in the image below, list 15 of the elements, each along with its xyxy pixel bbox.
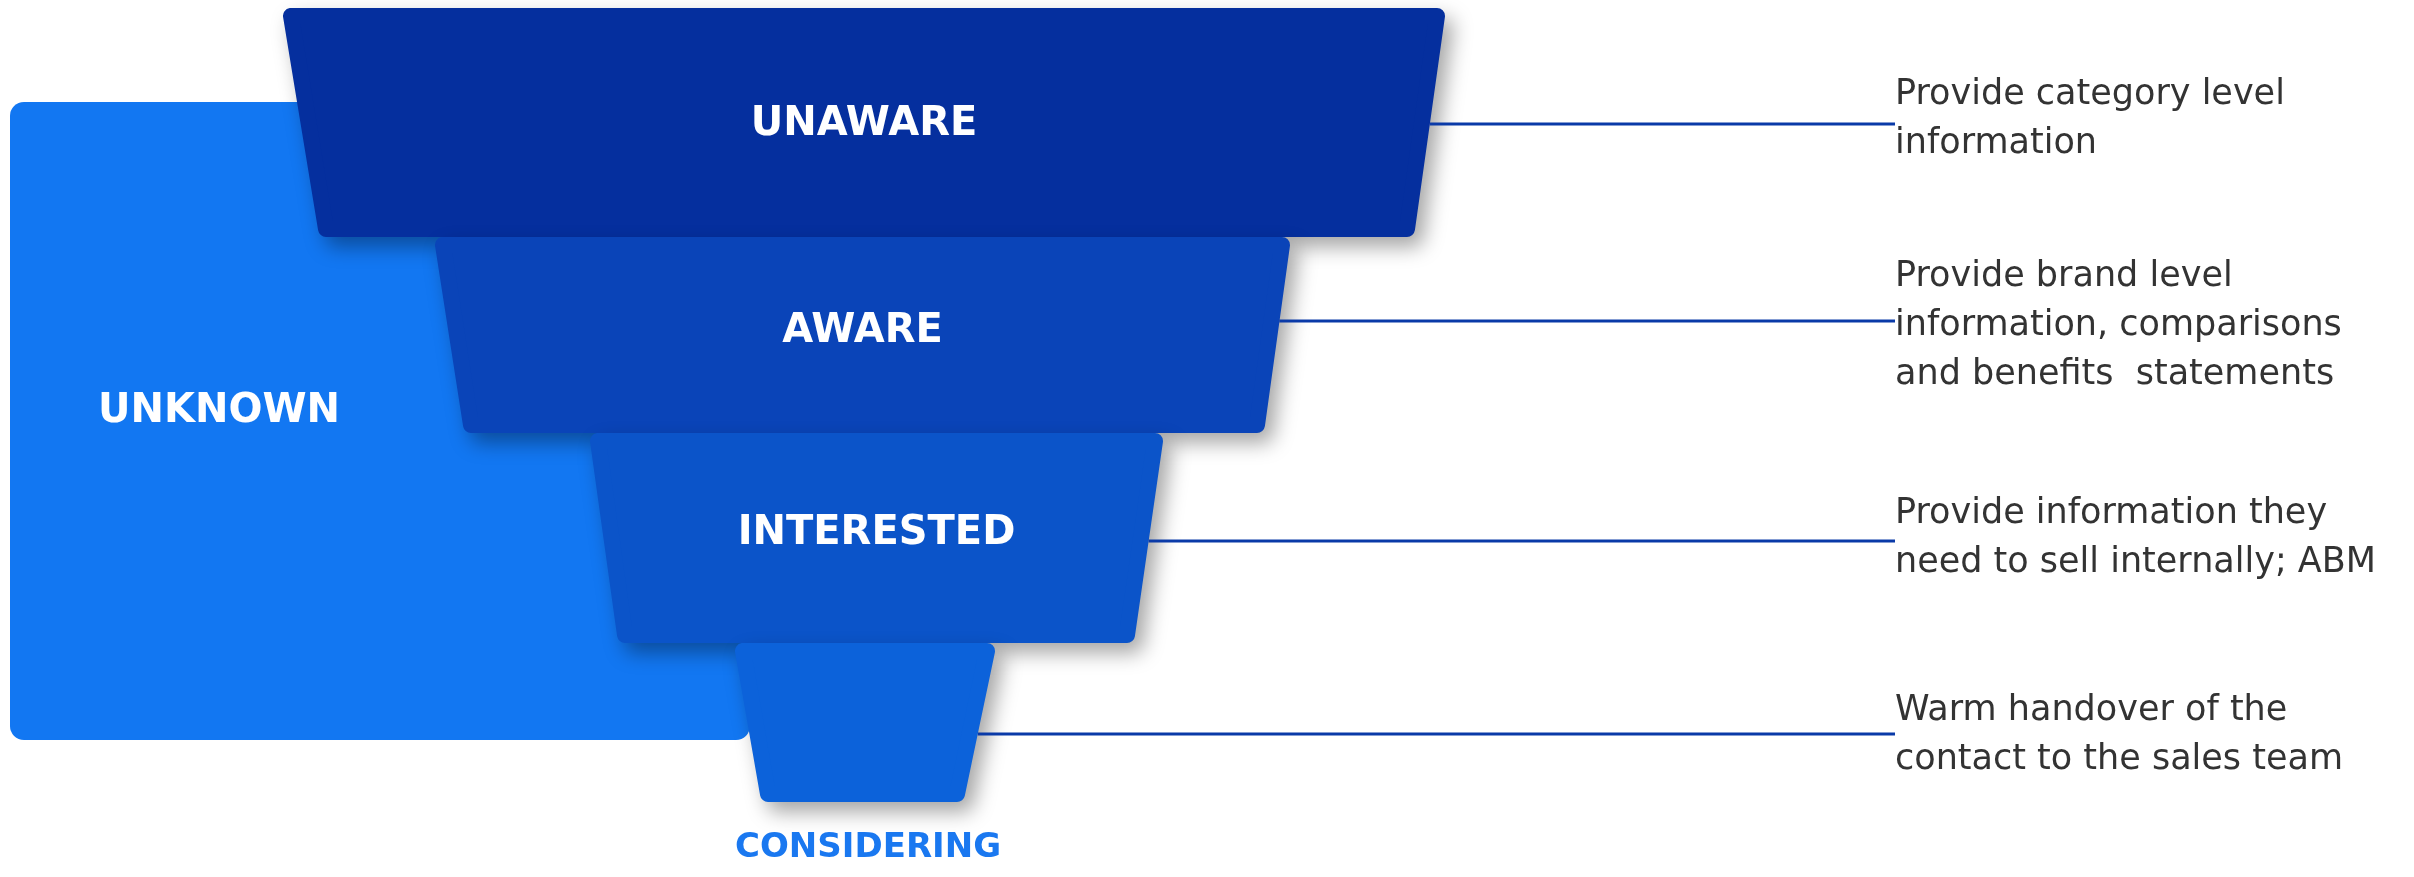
leader-line: [1279, 319, 1895, 323]
funnel-stage: [435, 237, 1290, 433]
description-text: Provide brand level information, comparisons and benefits statements: [1895, 253, 2343, 394]
stage-label: INTERESTED: [736, 507, 1017, 553]
leader-line: [1429, 122, 1895, 126]
leader-line: [977, 732, 1895, 736]
description-text: Provide category level information: [1895, 71, 2286, 163]
leader-line: [1148, 539, 1895, 543]
funnel-stage: [283, 8, 1445, 237]
description-text: Provide information they need to sell internally; ABM: [1895, 490, 2377, 582]
stage-label: UNAWARE: [749, 98, 979, 144]
stage-label: UNKNOWN: [98, 385, 341, 431]
stage-label: AWARE: [781, 305, 944, 351]
funnel-stage: [590, 433, 1163, 643]
description-text: Warm handover of the contact to the sales team: [1895, 687, 2345, 779]
